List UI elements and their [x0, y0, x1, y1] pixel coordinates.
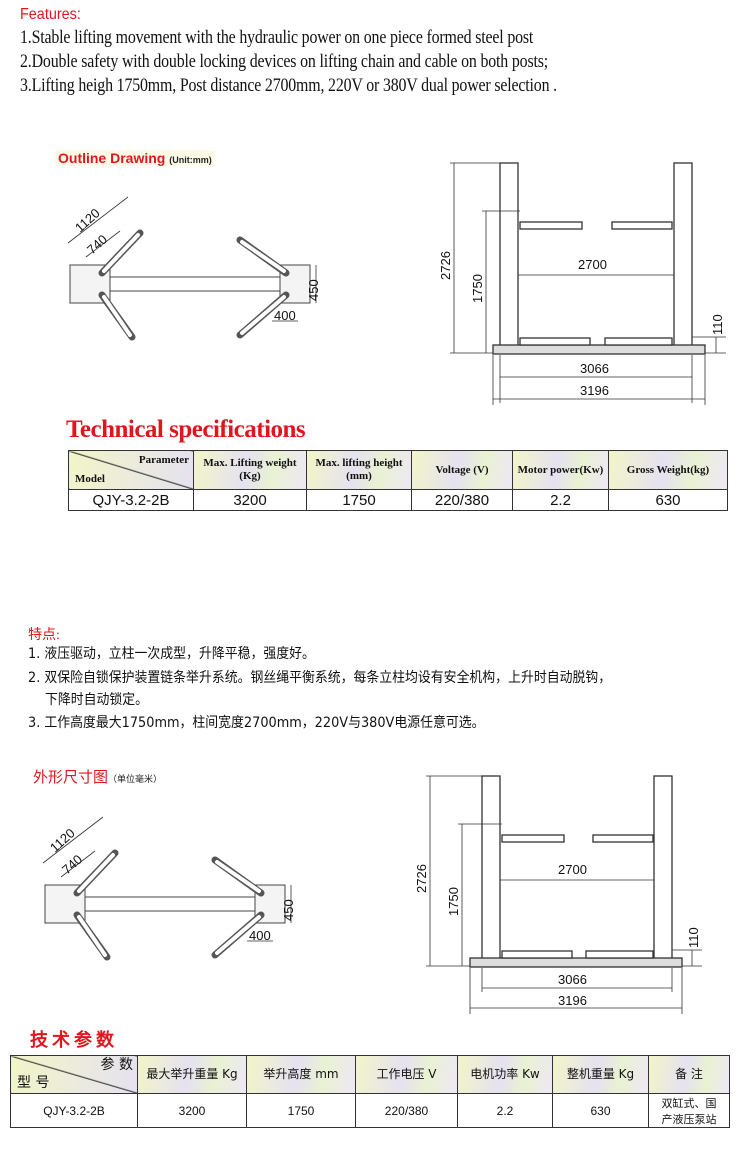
- table-row: QJY-3.2-2B 3200 1750 220/380 2.2 630 双缸式…: [10, 1093, 730, 1128]
- dim-lift-height: 1750: [446, 887, 461, 916]
- feature-item: 1.Stable lifting movement with the hydra…: [20, 28, 534, 48]
- cell: 630: [608, 489, 728, 511]
- top-view-drawing-cn: 1120 740 450 400: [42, 816, 296, 961]
- dim-min-height: 110: [686, 927, 701, 948]
- header-cell: Max. lifting height (mm): [306, 450, 412, 490]
- dim-post-distance: 2700: [578, 257, 607, 272]
- features-title: Features:: [20, 6, 81, 23]
- corner-bottom: Model: [75, 473, 105, 485]
- corner-bottom: 型 号: [17, 1075, 50, 1091]
- dim-arm-short: 740: [84, 232, 110, 258]
- table-header-row: 参 数型 号 最大举升重量 Kg 举升高度 mm 工作电压 V 电机功率 Kw …: [10, 1055, 730, 1094]
- header-cell: 举升高度 mm: [246, 1055, 356, 1094]
- cell: 220/380: [411, 489, 513, 511]
- corner-top: Parameter: [138, 454, 189, 466]
- cell-remark: 双缸式、国产液压泵站: [648, 1093, 730, 1128]
- cell: 2.2: [457, 1093, 553, 1128]
- spec-table-cn: 参 数型 号 最大举升重量 Kg 举升高度 mm 工作电压 V 电机功率 Kw …: [10, 1055, 730, 1128]
- outline-unit: (Unit:mm): [169, 155, 212, 165]
- cell: 3200: [193, 489, 307, 511]
- crossbeam: [109, 276, 281, 292]
- lower-arm-left: [519, 337, 591, 346]
- outline-cn-unit: （单位毫米）: [108, 775, 163, 785]
- header-cell: Voltage (V): [411, 450, 513, 490]
- dim-inner-width: 3066: [558, 972, 587, 987]
- front-view-drawing: 2726 1750 2700 110 3066 3196: [440, 162, 726, 405]
- cell: 1750: [246, 1093, 356, 1128]
- dim-outer-width: 3196: [558, 993, 587, 1008]
- table-row: QJY-3.2-2B 3200 1750 220/380 2.2 630: [68, 489, 728, 511]
- tech-spec-cn-title: 技术参数: [30, 1030, 118, 1051]
- cell: 3200: [137, 1093, 247, 1128]
- cell-model: QJY-3.2-2B: [68, 489, 194, 511]
- dim-arm-long: 1120: [47, 825, 78, 855]
- dim-min-height: 110: [710, 314, 725, 335]
- upper-arm-left: [519, 221, 583, 230]
- dim-width: 450: [306, 279, 321, 301]
- dim-post-distance: 2700: [558, 862, 587, 877]
- dim-arm-long: 1120: [72, 205, 103, 235]
- base-plate: [492, 344, 706, 355]
- header-cell: 最大举升重量 Kg: [137, 1055, 247, 1094]
- dim-inner-width: 3066: [580, 361, 609, 376]
- dim-lift-height: 1750: [470, 274, 485, 303]
- feature-item: 2.Double safety with double locking devi…: [20, 52, 548, 72]
- features-cn-title: 特点:: [28, 628, 60, 643]
- dim-depth: 400: [249, 928, 271, 943]
- outline-cn-text: 外形尺寸图: [33, 768, 109, 786]
- top-view-drawing: 1120 740 450 400: [67, 196, 321, 341]
- front-view-drawing-cn: 2726 1750 2700 110 3066 3196: [414, 775, 702, 1014]
- corner-cell: 参 数型 号: [10, 1055, 138, 1094]
- upper-arm-right: [611, 221, 673, 230]
- cell: 2.2: [512, 489, 609, 511]
- outline-title-text: Outline Drawing: [58, 150, 166, 166]
- lower-arm-right: [604, 337, 673, 346]
- outline-drawing-title: Outline Drawing (Unit:mm): [55, 150, 215, 166]
- left-post: [499, 162, 519, 349]
- header-cell: Gross Weight(kg): [608, 450, 728, 490]
- cell: 220/380: [355, 1093, 458, 1128]
- dim-depth: 400: [274, 308, 296, 323]
- cell: 1750: [306, 489, 412, 511]
- feature-item: 3.Lifting heigh 1750mm, Post distance 27…: [20, 76, 557, 96]
- feature-cn-item: 1. 液压驱动，立柱一次成型，升降平稳，强度好。: [28, 646, 315, 662]
- header-cell: 工作电压 V: [355, 1055, 458, 1094]
- dim-arm-short: 740: [59, 852, 85, 878]
- header-cell: Max. Lifting weight (Kg): [193, 450, 307, 490]
- cell: 630: [552, 1093, 649, 1128]
- outline-cn-title: 外形尺寸图（单位毫米）: [33, 766, 162, 787]
- tech-spec-title: Technical specifications: [66, 416, 306, 443]
- right-post: [673, 162, 693, 349]
- dim-total-height: 2726: [414, 864, 429, 893]
- feature-cn-item: 3. 工作高度最大1750mm，柱间宽度2700mm，220V与380V电源任意…: [28, 715, 485, 731]
- header-cell: 电机功率 Kw: [457, 1055, 553, 1094]
- cell-model: QJY-3.2-2B: [10, 1093, 138, 1128]
- feature-cn-item: 下降时自动锁定。: [45, 692, 149, 708]
- dim-outer-width: 3196: [580, 383, 609, 398]
- dim-width: 450: [281, 899, 296, 921]
- header-cell: 整机重量 Kg: [552, 1055, 649, 1094]
- header-cell: Motor power(Kw): [512, 450, 609, 490]
- feature-cn-item: 2. 双保险自锁保护装置链条举升系统。钢丝绳平衡系统，每条立柱均设有安全机构，上…: [28, 670, 612, 686]
- dim-total-height: 2726: [440, 251, 453, 280]
- corner-top: 参 数: [100, 1057, 133, 1073]
- header-cell: 备 注: [648, 1055, 730, 1094]
